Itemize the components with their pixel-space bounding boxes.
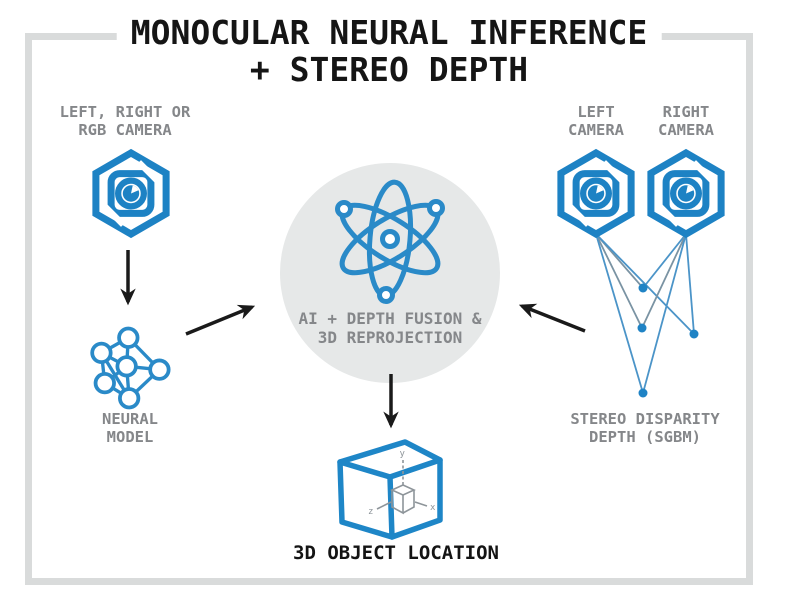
diagram-title: MONOCULAR NEURAL INFERENCE + STEREO DEPT…: [116, 13, 662, 89]
stereo-disparity-label-line2: DEPTH (SGBM): [589, 427, 701, 446]
cube-axis-y-label: y: [400, 449, 406, 459]
cube-axis-z-label: z: [368, 507, 373, 517]
neural-model-label-line2: MODEL: [106, 427, 154, 446]
disparity-depth-points: [637, 283, 699, 398]
title-line-2: + STEREO DEPTH: [249, 50, 529, 89]
mono-camera-label: LEFT, RIGHT OR RGB CAMERA: [59, 103, 191, 139]
hexagon-camera-icon: [92, 149, 170, 238]
stereo-disparity-label-line1: STEREO DISPARITY: [570, 410, 720, 428]
right-camera-label-line2: CAMERA: [658, 120, 714, 139]
neural-model-label-line1: NEURAL: [102, 410, 158, 428]
left-camera-label-line1: LEFT: [577, 103, 615, 121]
left-camera-label-line2: CAMERA: [568, 120, 624, 139]
arrow-stereo-to-fusion: [518, 303, 586, 333]
left-camera-label: LEFT CAMERA: [568, 103, 624, 139]
fusion-label: AI + DEPTH FUSION & 3D REPROJECTION: [298, 309, 482, 347]
hexagon-camera-icon: [647, 149, 725, 238]
atom-icon: [335, 179, 445, 304]
neural-model-label: NEURAL MODEL: [102, 410, 158, 446]
fusion-label-line2: 3D REPROJECTION: [317, 327, 463, 347]
fusion-label-line1: AI + DEPTH FUSION &: [298, 309, 482, 328]
cube-axis-x-label: x: [430, 503, 436, 513]
right-camera-label: RIGHT CAMERA: [658, 103, 714, 139]
output-label: 3D OBJECT LOCATION: [293, 542, 499, 564]
hexagon-camera-icon: [557, 149, 635, 238]
stereo-disparity-label: STEREO DISPARITY DEPTH (SGBM): [570, 410, 720, 446]
arrow-neural-to-fusion: [185, 304, 256, 336]
cube-3d-icon: y x z: [337, 439, 443, 540]
disparity-rays: [595, 233, 695, 394]
fusion-circle: [280, 163, 500, 383]
title-line-1: MONOCULAR NEURAL INFERENCE: [130, 13, 648, 52]
mono-camera-label-line2: RGB CAMERA: [78, 120, 172, 139]
neural-network-icon: [90, 326, 171, 410]
mono-camera-label-line1: LEFT, RIGHT OR: [59, 103, 191, 121]
right-camera-label-line1: RIGHT: [662, 103, 710, 121]
